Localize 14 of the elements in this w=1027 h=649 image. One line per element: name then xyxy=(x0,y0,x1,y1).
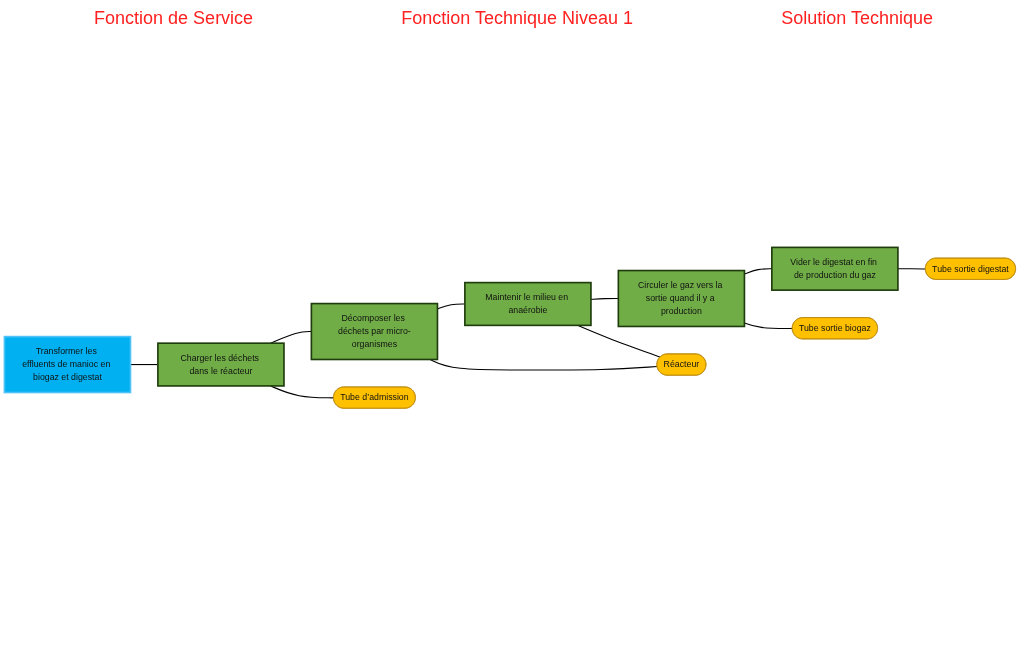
connector xyxy=(429,359,658,371)
connector xyxy=(897,268,927,270)
node-box: Maintenir le milieu en anaérobie xyxy=(464,281,592,327)
connector xyxy=(270,331,312,344)
node-box: Vider le digestat en fin de production du gaz xyxy=(771,246,899,292)
column-heading: Fonction de Service xyxy=(94,8,254,29)
node-box: Décomposer les déchets par micro-organismes xyxy=(310,302,439,361)
node-box: Circuler le gaz vers la sortie quand il y a production xyxy=(617,269,746,328)
connector xyxy=(590,298,619,301)
connector xyxy=(577,324,661,358)
column-heading: Solution Technique xyxy=(781,8,933,29)
column-heading: Fonction Technique Niveau 1 xyxy=(401,8,634,29)
node-box: Transformer les effluents de manioc en biogaz et digestat xyxy=(3,335,132,394)
node-box: Charger les déchets dans le réacteur xyxy=(157,342,285,387)
